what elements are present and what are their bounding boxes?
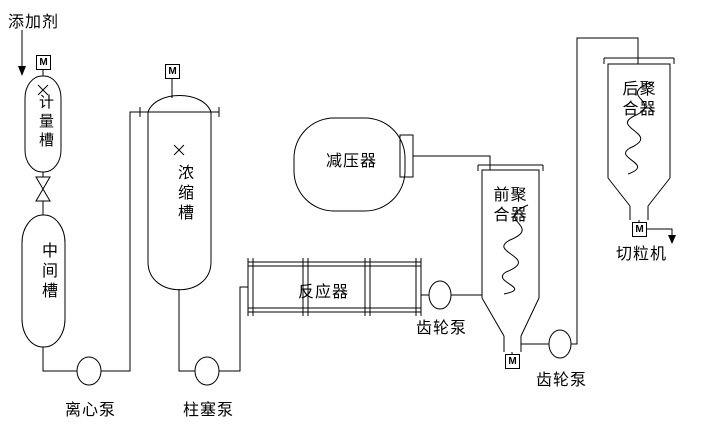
metering-tank-label: 计量槽 <box>37 94 54 151</box>
motor-icon-metering-tank: M <box>36 55 51 70</box>
plunger-pump-label: 柱塞泵 <box>183 402 235 419</box>
gear-pump-1-symbol <box>428 280 452 310</box>
motor-icon-concentration-tank: M <box>165 64 180 79</box>
gear-pump-1-label: 齿轮泵 <box>416 320 468 337</box>
reactor-label: 反应器 <box>298 284 350 301</box>
post-polymerizer-label: 后聚合器 <box>622 81 657 118</box>
pre-polymerizer-label: 前聚合器 <box>493 187 528 224</box>
pelletizer-label: 切粒机 <box>616 246 668 263</box>
pressure-reducer-label: 减压器 <box>326 153 378 170</box>
post-polymerizer-coil <box>625 81 653 175</box>
additive-label: 添加剂 <box>8 14 60 31</box>
reactor-vessel <box>247 258 422 316</box>
concentration-tank-label: 浓缩槽 <box>175 164 192 224</box>
gear-pump-2-symbol <box>548 329 572 359</box>
plunger-pump-symbol <box>194 356 220 386</box>
intermediate-tank-label: 中间槽 <box>39 242 56 302</box>
centrifugal-pump-label: 离心泵 <box>65 402 117 419</box>
gear-pump-2-label: 齿轮泵 <box>536 372 588 389</box>
pelletizer-outlet-arrow-icon <box>646 228 676 244</box>
centrifugal-pump-symbol <box>76 356 102 386</box>
motor-icon-pre-polymerizer: M <box>505 354 520 369</box>
post-polymerizer-vessel <box>603 57 675 220</box>
process-piping <box>42 37 640 372</box>
motor-icon-post-polymerizer: M <box>632 222 647 237</box>
pre-polymerizer-coil <box>502 204 529 295</box>
concentration-tank-vessel <box>139 95 220 291</box>
valve-icon <box>35 176 51 202</box>
additive-arrow-icon <box>18 30 26 76</box>
